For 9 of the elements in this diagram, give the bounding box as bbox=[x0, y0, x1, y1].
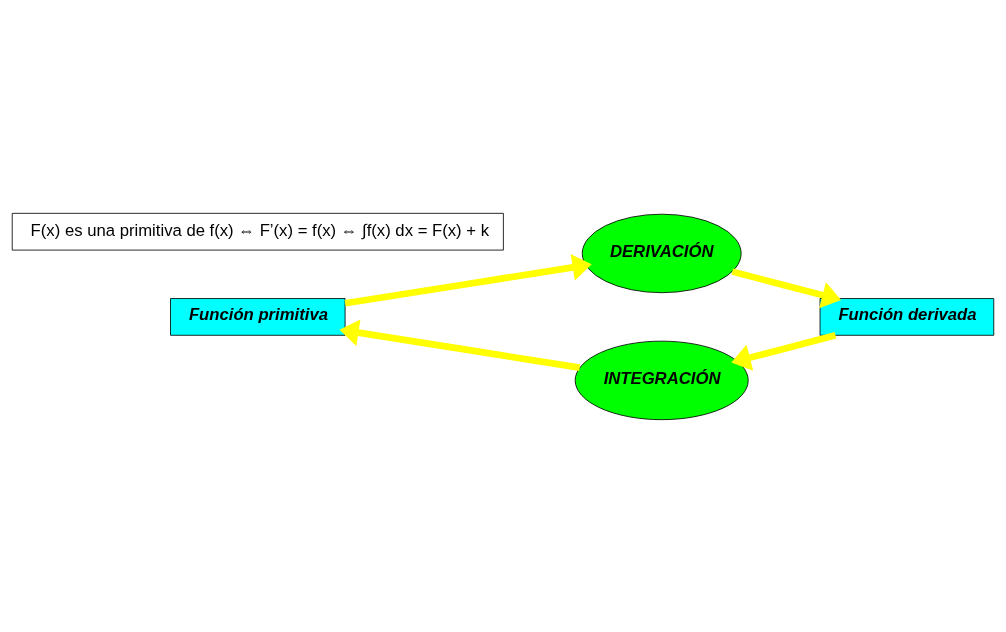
arrow bbox=[344, 253, 592, 307]
node-box: Función derivada bbox=[819, 297, 995, 336]
node-box: F(x) es una primitiva de f(x) ⇔ F’(x) = f(x) ⇔ ∫f(x) dx = F(x) + k bbox=[11, 212, 504, 250]
arrow bbox=[731, 267, 842, 308]
arrow bbox=[731, 331, 837, 371]
node-ellipse: INTEGRACIÓN bbox=[574, 340, 749, 420]
node-ellipse: DERIVACIÓN bbox=[581, 213, 742, 293]
node-box: Función primitiva bbox=[170, 297, 346, 336]
arrow bbox=[339, 318, 581, 371]
